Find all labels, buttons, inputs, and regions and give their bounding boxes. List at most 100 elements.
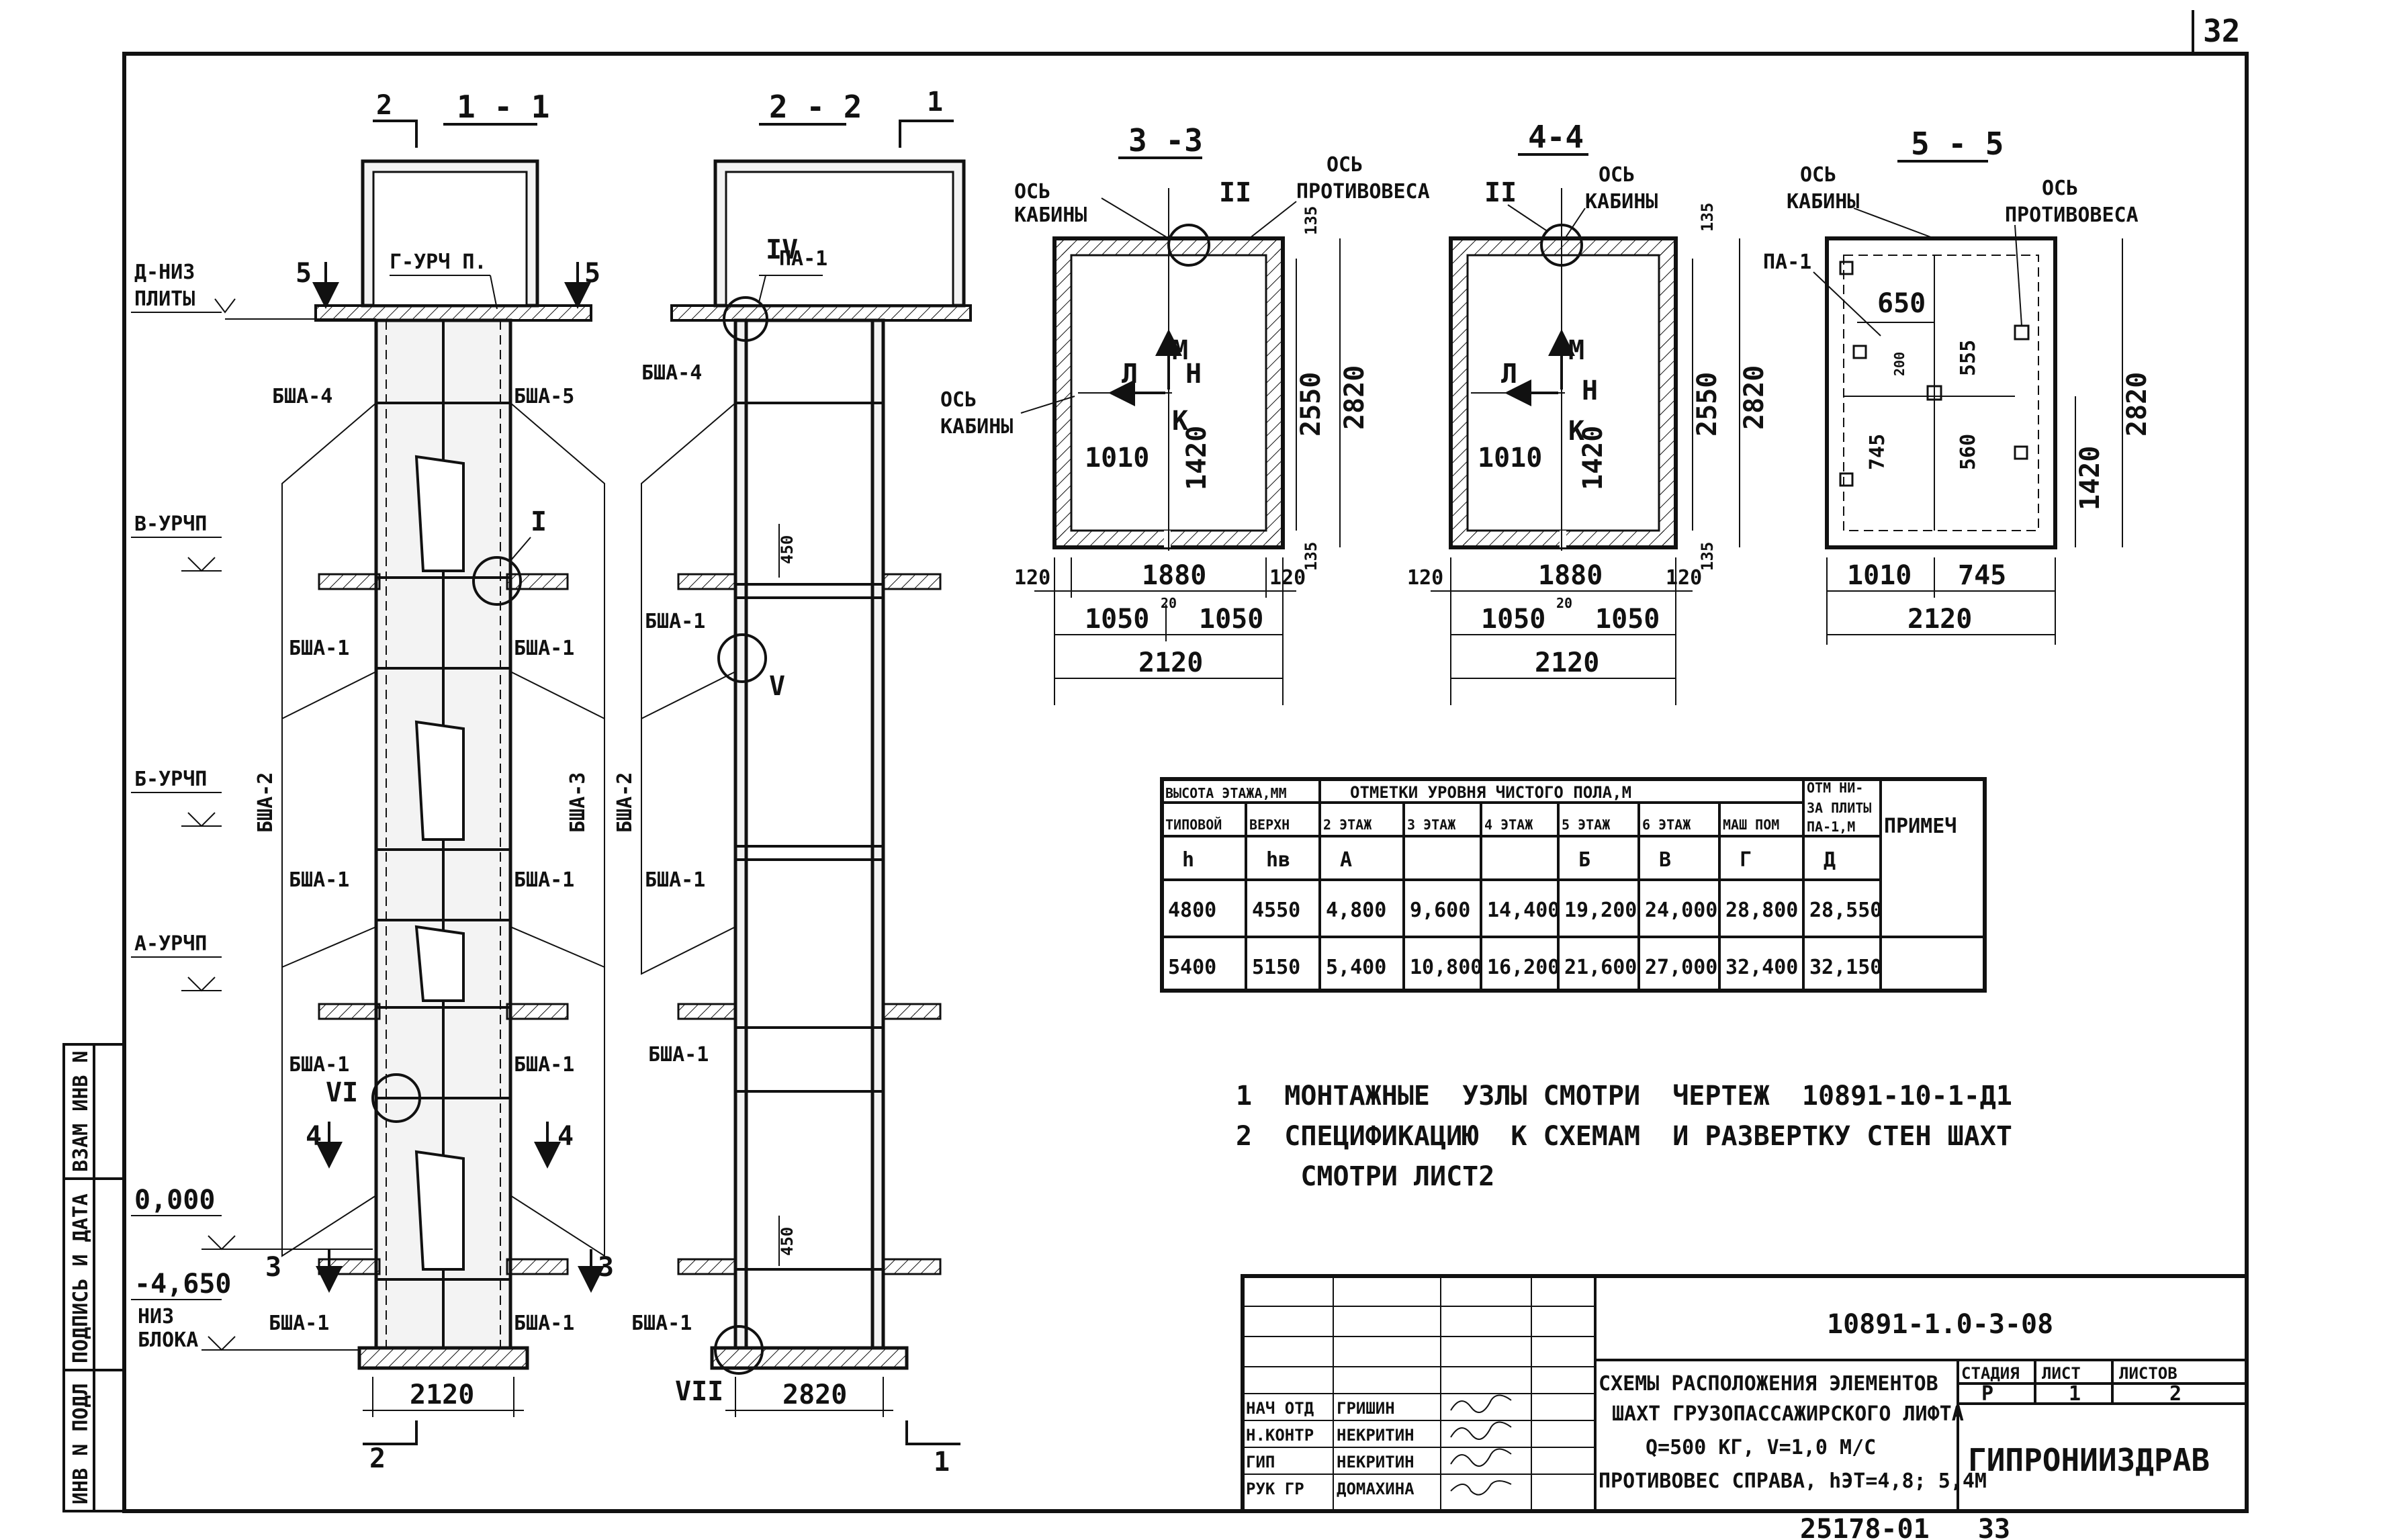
dim-22-width: 2820 (782, 1379, 847, 1410)
plan44-axis-cabin-1: ОСЬ (1599, 163, 1635, 187)
stamp-name-2: НЕКРИТИН (1337, 1426, 1414, 1445)
table-group-h3-1: ОТМ НИ- (1807, 780, 1863, 796)
level-d-2: ПЛИТЫ (134, 287, 195, 311)
dim-22-450a: 450 (778, 535, 797, 564)
note-2: 2 СПЕЦИФИКАЦИЮ К СХЕМАМ И РАЗВЕРТКУ СТЕН… (1236, 1121, 2012, 1152)
note-3: СМОТРИ ЛИСТ2 (1236, 1161, 1494, 1192)
label-bsha1-22d: БША-1 (631, 1312, 692, 1335)
node-IV: IV (766, 234, 798, 265)
label-bsha1-11f: БША-1 (514, 1053, 574, 1077)
table-symbol: В (1659, 848, 1671, 872)
dim-22-450b: 450 (778, 1227, 797, 1256)
plan33-axis-cabin-left-2: КАБИНЫ (940, 415, 1013, 439)
stamp-title-3: Q=500 КГ, V=1,0 М/С (1646, 1436, 1876, 1459)
section-4-4: 4-4 Л М Н К 1010 1420 2550 2820 135 135 … (1407, 119, 1770, 705)
cut-mark-2-bottom: 2 (369, 1443, 386, 1474)
table-col-header: 4 ЭТАЖ (1484, 817, 1533, 833)
side-stamp: ИНВ N ПОДЛ ПОДПИСЬ И ДАТА ВЗАМ ИНВ N (62, 1043, 126, 1512)
cut-mark-1-bottom: 1 (934, 1447, 950, 1478)
cut-mark-1-top: 1 (927, 87, 943, 118)
table-cell: 32,400 (1725, 956, 1798, 979)
plan33-axis-cabin-left-1: ОСЬ (940, 388, 977, 412)
level-bottom: -4,650 (134, 1269, 232, 1300)
node-V: V (769, 671, 785, 702)
table-cell: 16,200 (1487, 956, 1560, 979)
stamp-stage: Р (1981, 1382, 1993, 1406)
dim44-1050b: 1050 (1595, 604, 1660, 635)
table-note-header: ПРИМЕЧ (1884, 815, 1957, 838)
level-g-label: Г-УРЧ П. (390, 251, 487, 274)
node-VII: VII (675, 1376, 723, 1407)
stamp-title-1: СХЕМЫ РАСПОЛОЖЕНИЯ ЭЛЕМЕНТОВ (1599, 1372, 1938, 1396)
dim44-120b: 120 (1666, 566, 1702, 590)
table-symbol: Б (1578, 848, 1590, 872)
level-marks: Д-НИЗ ПЛИТЫ В-УРЧП Б-УРЧП А-УРЧП 0,000 -… (131, 261, 376, 1352)
notes: 1 МОНТАЖНЫЕ УЗЛЫ СМОТРИ ЧЕРТЕЖ 10891-10-… (1236, 1081, 2012, 1192)
label-bsha1-11e: БША-1 (289, 1053, 349, 1077)
dim33-2820: 2820 (1339, 365, 1370, 430)
stamp-sheet-header: ЛИСТ (2042, 1364, 2081, 1383)
section-3-3: 3 -3 Л М Н К 1010 1420 2550 2820 135 135… (940, 122, 1430, 705)
level-v: В-УРЧП (134, 512, 207, 536)
stamp-name-1: ГРИШИН (1337, 1399, 1395, 1418)
signature-2 (1450, 1421, 1512, 1440)
signature-3 (1450, 1448, 1512, 1467)
section-mark-5-right: 5 (584, 258, 600, 289)
stamp-sheets: 2 (2169, 1382, 2182, 1406)
plan55-axis-cabin-2: КАБИНЫ (1787, 190, 1859, 214)
dim33-20: 20 (1161, 595, 1177, 611)
level-a: А-УРЧП (134, 932, 207, 956)
table-cell: 4800 (1168, 899, 1216, 922)
label-bsha2-11: БША-2 (254, 772, 277, 833)
node-I: I (531, 506, 547, 537)
signature-4 (1450, 1480, 1512, 1496)
plan33-L: Л (1122, 359, 1138, 390)
dim55-2820: 2820 (2122, 372, 2153, 437)
table-cell: 4,800 (1326, 899, 1386, 922)
node-II-44: II (1484, 177, 1517, 208)
table-cell: 9,600 (1410, 899, 1470, 922)
plan44-axis-cabin-2: КАБИНЫ (1585, 190, 1658, 214)
title-block: 10891-1.0-3-08 СХЕМЫ РАСПОЛОЖЕНИЯ ЭЛЕМЕН… (1241, 1274, 2249, 1540)
label-bsha1-11c: БША-1 (289, 868, 349, 892)
section-4-4-title: 4-4 (1528, 119, 1584, 155)
label-bsha1-11a: БША-1 (289, 637, 349, 660)
plan33-axis-counter-1: ОСЬ (1327, 153, 1363, 177)
stamp-role-3: ГИП (1246, 1453, 1275, 1471)
table-col-header: 6 ЭТАЖ (1642, 817, 1691, 833)
section-1-1: 1 - 1 2 (254, 89, 614, 1474)
label-bsha1-22b: БША-1 (645, 868, 705, 892)
plan44-K: К (1568, 416, 1584, 447)
plan33-N: Н (1185, 359, 1202, 390)
table-cell: 5400 (1168, 956, 1216, 979)
table-cell: 5,400 (1326, 956, 1386, 979)
table-cell: 28,800 (1725, 899, 1798, 922)
table-symbol: А (1340, 848, 1352, 872)
dim44-2120: 2120 (1535, 647, 1599, 678)
plan33-axis-cabin-top-2: КАБИНЫ (1014, 203, 1087, 227)
table-cell: 24,000 (1645, 899, 1717, 922)
table-cell: 5150 (1252, 956, 1300, 979)
stamp-role-4: РУК ГР (1246, 1480, 1304, 1498)
section-mark-3-right: 3 (598, 1252, 614, 1283)
table-cell: 14,400 (1487, 899, 1560, 922)
table-cell: 28,550 (1809, 899, 1882, 922)
plan44-L: Л (1501, 359, 1517, 390)
floor-slabs-11 (318, 573, 569, 1275)
table-cell: 21,600 (1564, 956, 1637, 979)
level-bottom-note-1: НИЗ (138, 1305, 174, 1328)
table-group-h1: ВЫСОТА ЭТАЖА,ММ (1165, 785, 1287, 801)
dim44-120a: 120 (1407, 566, 1443, 590)
dim55-745v: 745 (1866, 434, 1889, 470)
label-bsha1-22c: БША-1 (648, 1043, 709, 1067)
table-symbol: Д (1824, 848, 1836, 872)
stamp-code: 10891-1.0-3-08 (1827, 1309, 2053, 1340)
table-cell: 27,000 (1645, 956, 1717, 979)
table-col-header: 5 ЭТАЖ (1562, 817, 1610, 833)
dim55-2120: 2120 (1907, 604, 1972, 635)
plan55-axis-counter-1: ОСЬ (2042, 177, 2078, 200)
label-bsha3-11: БША-3 (566, 772, 590, 833)
label-bsha1-11b: БША-1 (514, 637, 574, 660)
section-3-3-title: 3 -3 (1128, 122, 1203, 158)
label-bsha1-22a: БША-1 (645, 610, 705, 633)
